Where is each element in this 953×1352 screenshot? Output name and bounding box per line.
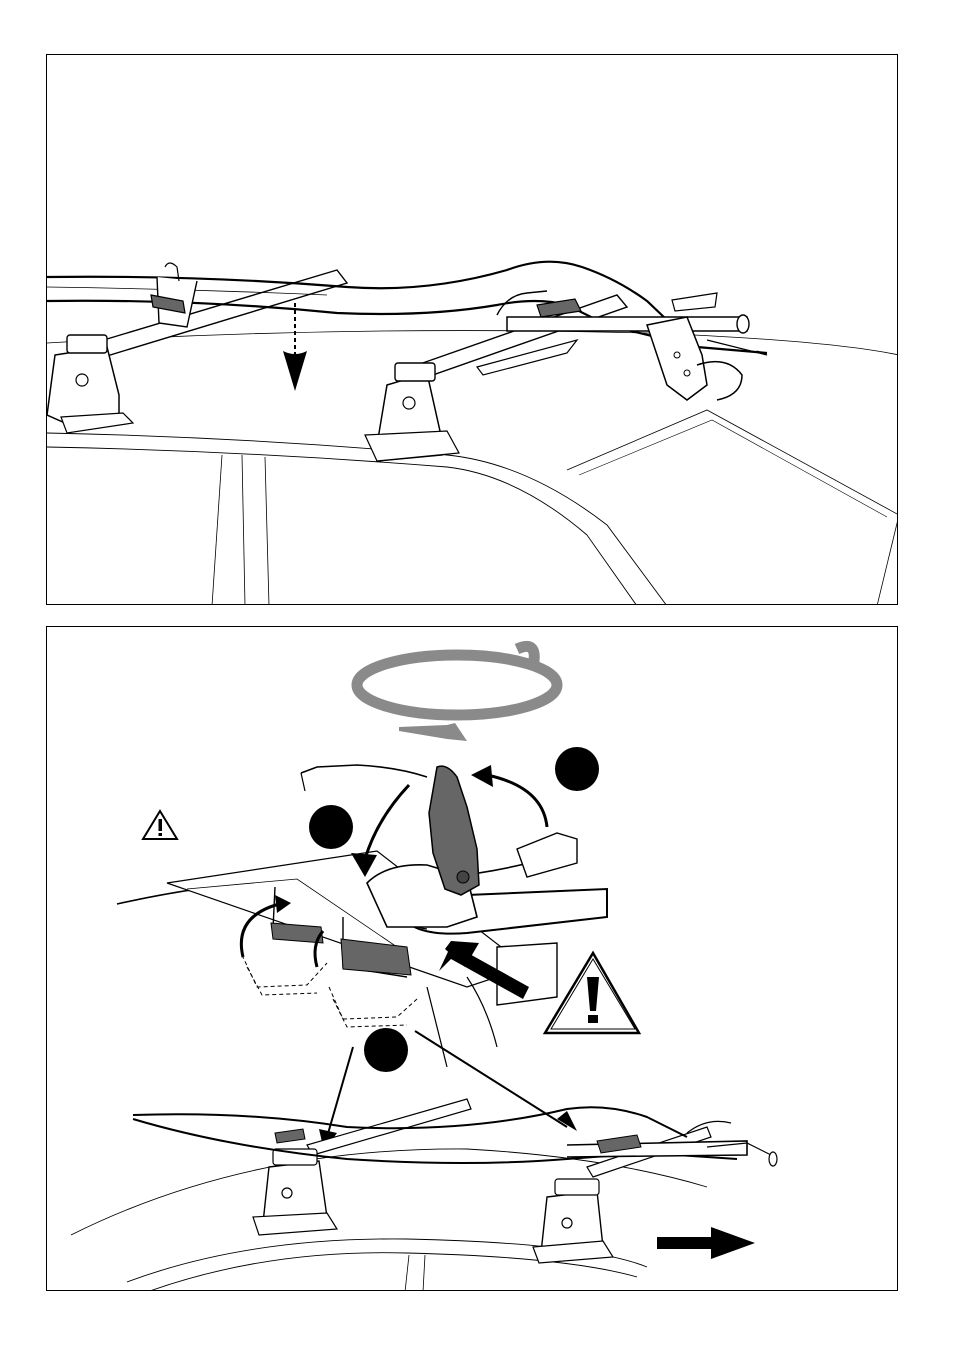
illustration-lower-carrier: [47, 55, 898, 605]
warning-triangle-large-icon: [545, 953, 639, 1033]
panel-step-tighten-clamps: [46, 626, 898, 1291]
step-marker-1: [555, 747, 599, 791]
panel-step-lower-carrier: [46, 54, 898, 605]
step-marker-2: [309, 805, 353, 849]
illustration-tighten-clamps: [47, 627, 898, 1291]
direction-arrow-icon: [657, 1227, 755, 1259]
rotation-arrow-icon: [357, 646, 557, 741]
step-marker-3: [364, 1028, 408, 1072]
dashed-down-arrow-icon: [283, 303, 307, 391]
warning-triangle-small-icon: [143, 811, 177, 839]
